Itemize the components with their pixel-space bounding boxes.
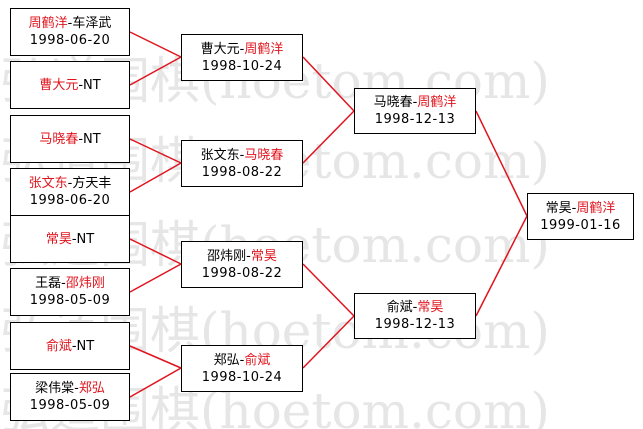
player-name: 曹大元 [39, 77, 79, 93]
match-box-semifinal: 俞斌-常昊 1998-12-13 [354, 293, 476, 339]
match-box-round2: 邵炜刚-常昊 1998-08-22 [181, 241, 303, 288]
player-name: -NT [71, 338, 95, 354]
player-name: 常昊- [545, 200, 577, 216]
match-date: 1998-08-22 [201, 265, 283, 281]
match-box-round1: 马晓春-NT [10, 115, 130, 163]
match-date: 1998-08-22 [201, 164, 283, 180]
player-name: 俞斌 [45, 338, 72, 354]
connector-line [129, 238, 182, 265]
connector-line [129, 367, 182, 398]
match-box-round2: 曹大元-周鹤洋 1998-10-24 [181, 34, 303, 81]
match-date: 1998-12-13 [374, 317, 456, 332]
match-players: 马晓春-周鹤洋 [374, 94, 457, 111]
connector-line [475, 215, 528, 317]
player-name: 马晓春- [373, 95, 418, 110]
match-box-round2: 张文东-马晓春 1998-08-22 [181, 140, 303, 187]
match-players: 曹大元-NT [39, 77, 100, 94]
connector-line [475, 110, 528, 217]
match-players: 周鹤洋-车泽武 [29, 15, 112, 32]
match-players: 曹大元-周鹤洋 [201, 41, 284, 58]
connector-line [129, 138, 182, 164]
player-name: 张文东- [200, 147, 245, 163]
player-name: -NT [71, 231, 95, 247]
match-players: 张文东-方天丰 [29, 175, 112, 192]
match-box-final: 常昊-周鹤洋 1999-01-16 [527, 193, 634, 240]
player-name: -车泽武 [67, 16, 112, 31]
player-name: 郑弘- [213, 352, 245, 368]
connector-line [129, 345, 182, 369]
player-name: 常昊 [45, 231, 72, 247]
player-name: 梁伟棠- [35, 381, 79, 396]
player-name: 周鹤洋 [576, 200, 616, 216]
match-date: 1998-10-24 [201, 369, 283, 385]
player-name: 曹大元- [200, 41, 245, 57]
player-name: 俞斌 [244, 352, 271, 368]
match-box-round1: 曹大元-NT [10, 61, 130, 109]
connector-line [302, 263, 355, 317]
player-name: -方天丰 [67, 176, 112, 191]
connector-line [129, 56, 182, 86]
match-date: 1998-10-24 [201, 58, 283, 74]
player-name: 王磊- [35, 276, 66, 291]
player-name: 常昊 [417, 300, 444, 315]
match-box-semifinal: 马晓春-周鹤洋 1998-12-13 [354, 88, 476, 134]
connector-line [129, 31, 182, 58]
match-players: 邵炜刚-常昊 [207, 248, 277, 265]
match-players: 常昊-周鹤洋 [546, 200, 616, 217]
match-date: 1998-06-20 [29, 33, 111, 48]
player-name: -NT [78, 131, 101, 147]
match-players: 王磊-邵炜刚 [35, 275, 105, 292]
match-players: 张文东-马晓春 [201, 147, 284, 164]
player-name: 郑弘 [78, 381, 105, 396]
connector-line [302, 315, 355, 369]
connector-line [129, 263, 182, 293]
connector-line [302, 110, 355, 164]
match-date: 1998-05-09 [29, 293, 111, 308]
player-name: 俞斌- [386, 300, 418, 315]
match-players: 俞斌-NT [46, 338, 94, 355]
match-box-round2: 郑弘-俞斌 1998-10-24 [181, 345, 303, 392]
match-players: 马晓春-NT [39, 131, 100, 148]
match-players: 梁伟棠-郑弘 [35, 380, 105, 397]
match-box-round1: 梁伟棠-郑弘 1998-05-09 [10, 373, 130, 421]
match-date: 1998-05-09 [29, 398, 111, 413]
match-box-round1: 俞斌-NT [10, 322, 130, 370]
match-box-round1: 张文东-方天丰 1998-06-20 [10, 168, 130, 216]
match-date: 1998-06-20 [29, 193, 111, 208]
player-name: -NT [78, 77, 101, 93]
player-name: 张文东 [28, 176, 68, 191]
player-name: 周鹤洋 [28, 16, 68, 31]
match-box-round1: 王磊-邵炜刚 1998-05-09 [10, 268, 130, 316]
match-players: 郑弘-俞斌 [214, 352, 271, 369]
match-date: 1998-12-13 [374, 112, 456, 127]
player-name: 马晓春 [39, 131, 79, 147]
player-name: 周鹤洋 [244, 41, 284, 57]
match-box-round1: 周鹤洋-车泽武 1998-06-20 [10, 8, 130, 56]
match-players: 常昊-NT [46, 231, 94, 248]
player-name: 常昊 [250, 248, 277, 264]
connector-line [302, 56, 355, 112]
player-name: 马晓春 [244, 147, 284, 163]
player-name: 邵炜刚- [207, 248, 251, 264]
connector-line [129, 162, 182, 193]
match-box-round1: 常昊-NT [10, 215, 130, 263]
player-name: 周鹤洋 [417, 95, 457, 110]
match-date: 1999-01-16 [540, 217, 621, 233]
player-name: 邵炜刚 [65, 276, 105, 291]
match-players: 俞斌-常昊 [387, 299, 444, 316]
